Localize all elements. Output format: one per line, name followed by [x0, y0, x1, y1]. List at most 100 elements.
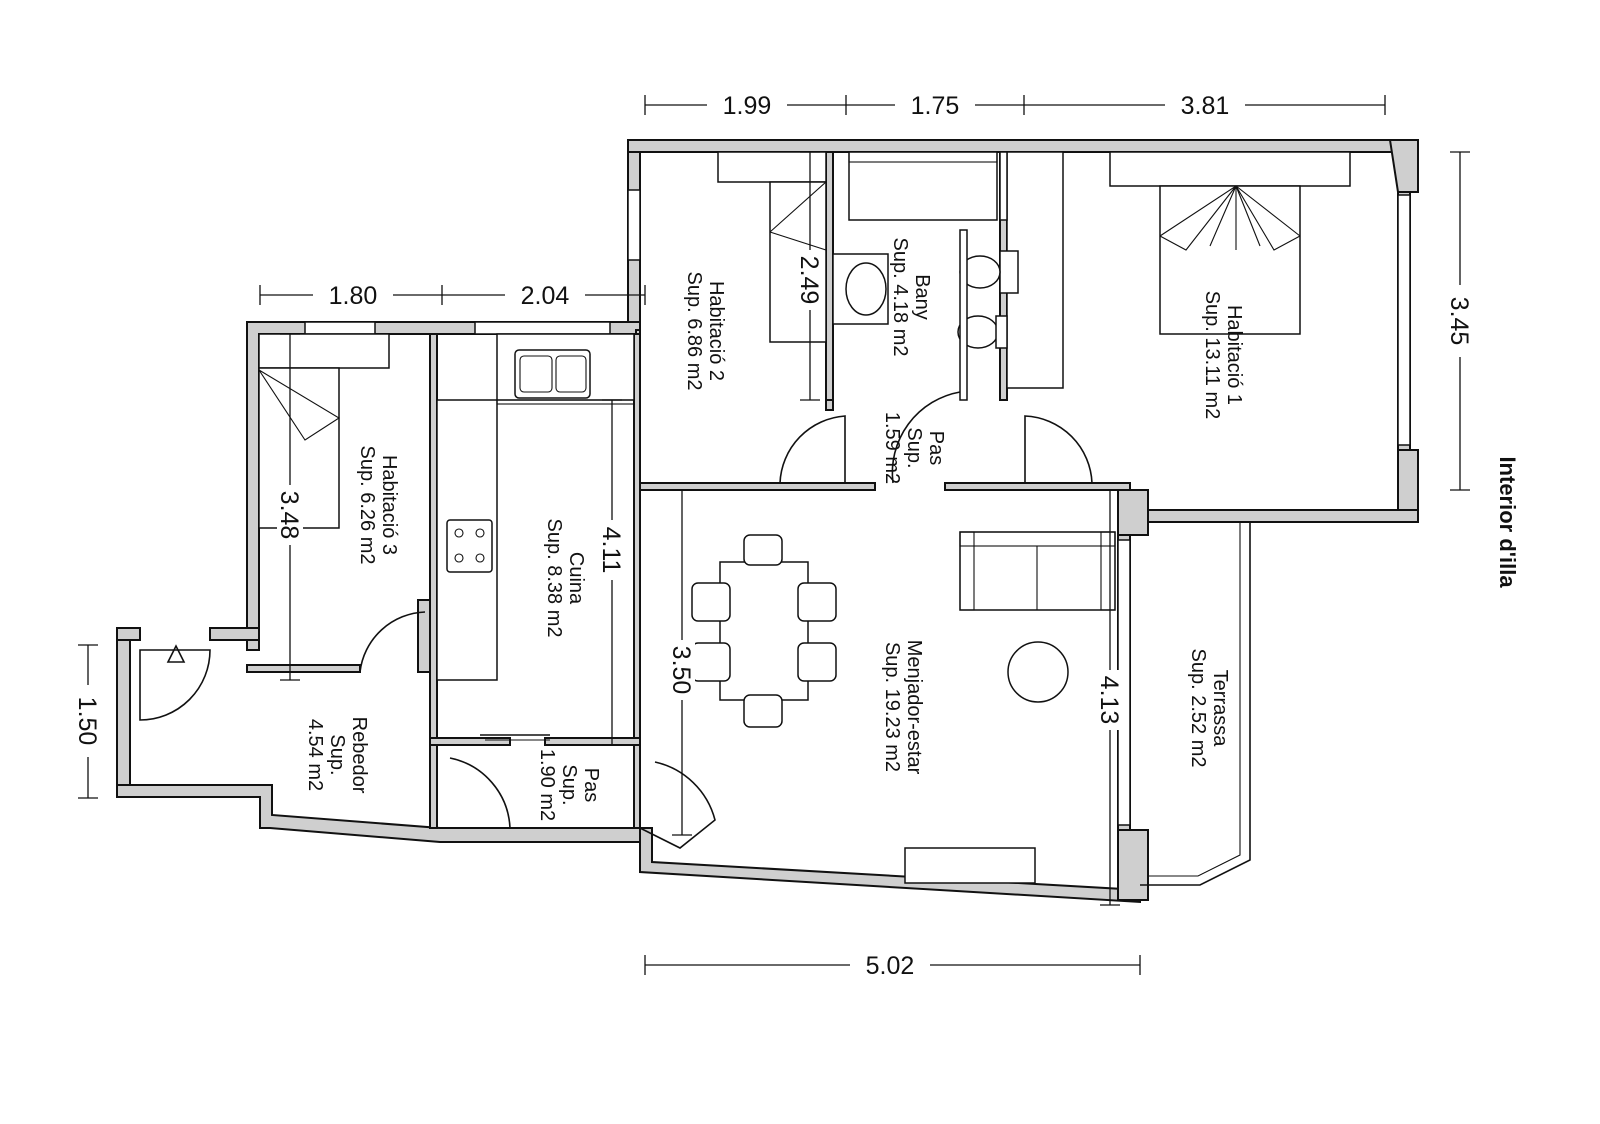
hab1-headboard [1109, 151, 1351, 187]
sofa-arm-right [1100, 531, 1116, 611]
cuina-burner-1 [454, 528, 464, 538]
hab2-headboard [717, 151, 827, 183]
door-entrance [139, 649, 211, 721]
cuina-burner-4 [475, 553, 485, 563]
sofa-arm-left [959, 531, 975, 611]
door-pas-left [437, 757, 511, 829]
room-pas-bottom: Pas Sup. 1.90 m2 [536, 749, 602, 821]
room-cuina: Cuina Sup. 8.38 m2 [543, 519, 587, 638]
door-hab2 [779, 415, 846, 484]
room-hab1: Habitació 1 Sup. 13.11 m2 [1201, 291, 1245, 420]
partition-pas-bottom [429, 744, 438, 829]
door-hab3 [359, 611, 426, 673]
door-pas-right [639, 761, 716, 849]
cuina-sink-bowl-right [555, 355, 587, 393]
windows [304, 189, 1411, 884]
partition-pas-right [633, 744, 641, 829]
bany-sink [845, 262, 887, 316]
room-hab2-area: Sup. 6.86 m2 [683, 272, 705, 391]
room-bany-name: Bany [911, 274, 933, 320]
room-cuina-name: Cuina [565, 552, 587, 605]
room-hab1-area: Sup. 13.11 m2 [1201, 291, 1223, 420]
window-hab3 [304, 321, 376, 335]
chair-bottom [743, 694, 783, 728]
room-bany-area: Sup. 4.18 m2 [889, 238, 911, 357]
room-menjador: Menjador-estar Sup. 19.23 m2 [881, 640, 925, 775]
room-rebedor-area: 4.54 m2 [304, 719, 326, 791]
room-hab3: Habitació 3 Sup. 6.26 m2 [356, 446, 400, 565]
room-rebedor-name: Rebedor [348, 717, 370, 794]
wall-entrance-top [116, 627, 141, 641]
room-rebedor-sup: Sup. [326, 734, 348, 775]
cuina-burner-3 [454, 553, 464, 563]
room-hab2-name: Habitació 2 [705, 281, 727, 381]
dim-menjador-right: 4.13 [1095, 676, 1123, 725]
wall-upper-right-bottom [1139, 509, 1419, 523]
window-hab1-right [1397, 194, 1411, 446]
dim-top-2: 1.75 [911, 92, 960, 120]
wall-living-right-bottom [1117, 829, 1149, 901]
dim-hab2-depth: 2.49 [795, 256, 823, 305]
partition-hab2-right [825, 151, 834, 401]
hab1-bed [1159, 185, 1301, 335]
dim-bottom: 5.02 [866, 952, 915, 980]
terrace-railing-inner [1148, 522, 1241, 877]
hab3-wardrobe [258, 333, 390, 369]
bany-bidet-back [995, 315, 1008, 349]
room-cuina-area: Sup. 8.38 m2 [543, 519, 565, 638]
chair-left-2 [691, 642, 731, 682]
chair-top [743, 534, 783, 566]
dimension-labels: 1.99 1.75 3.81 1.80 2.04 5.02 3.45 1.50 … [73, 92, 1473, 980]
coffee-table [1007, 641, 1069, 703]
chair-right-1 [797, 582, 837, 622]
dining-table [719, 561, 809, 701]
bany-bathtub [848, 151, 998, 221]
door-bany [891, 391, 961, 484]
room-terrassa-name: Terrassa [1209, 670, 1231, 748]
bany-bathtub-inner [848, 151, 998, 163]
room-menjador-area: Sup. 19.23 m2 [881, 642, 903, 772]
room-pas-top-name: Pas [925, 431, 947, 465]
cuina-burner-2 [475, 528, 485, 538]
furniture [258, 151, 1351, 886]
bany-toilet-tank [999, 250, 1019, 294]
room-terrassa-area: Sup. 2.52 m2 [1187, 649, 1209, 768]
room-pas-bottom-sup: Sup. [558, 764, 580, 805]
room-rebedor: Rebedor Sup. 4.54 m2 [304, 717, 370, 794]
room-hab1-name: Habitació 1 [1223, 305, 1245, 405]
partition-kitchen-right [633, 333, 641, 746]
room-pas-top: Pas Sup. 1.59 m2 [881, 412, 947, 484]
door-hab1 [1024, 415, 1093, 484]
dim-top-3: 3.81 [1181, 92, 1230, 120]
dim-hab3-depth: 3.48 [275, 491, 303, 540]
hab1-bed-fold [1159, 185, 1301, 251]
wall-bottom-left [116, 784, 641, 843]
dim-mid-2: 2.04 [521, 282, 570, 310]
room-hab2: Habitació 2 Sup. 6.86 m2 [683, 272, 727, 391]
window-kitchen [474, 321, 611, 335]
bany-shelf [999, 151, 1008, 221]
partition-kitchen-left [429, 333, 438, 746]
chair-left-1 [691, 582, 731, 622]
hab3-bed-fold [258, 369, 341, 441]
wall-entrance-top2 [209, 627, 260, 641]
wall-right-upper-thick [1388, 139, 1419, 193]
chair-right-2 [797, 642, 837, 682]
window-hab2-left [627, 189, 641, 261]
dim-left: 1.50 [73, 697, 101, 746]
dim-menjador-left: 3.50 [667, 646, 695, 695]
partition-hab3-right [417, 599, 431, 673]
dim-cuina-depth: 4.11 [597, 527, 625, 574]
doors [139, 391, 1093, 849]
room-menjador-name: Menjador-estar [903, 640, 925, 775]
terrace-railing [1140, 521, 1251, 886]
orientation-label: Interior d'illa [1495, 456, 1520, 588]
dim-mid-1: 1.80 [329, 282, 378, 310]
partition-kitchen-bottom [429, 737, 511, 746]
dim-right: 3.45 [1445, 297, 1473, 346]
dimension-lines [73, 90, 1475, 980]
partition-hab3-bottom [246, 664, 361, 673]
cuina-sink-bowl-left [519, 355, 553, 393]
wall-bottom-living [639, 827, 1141, 904]
